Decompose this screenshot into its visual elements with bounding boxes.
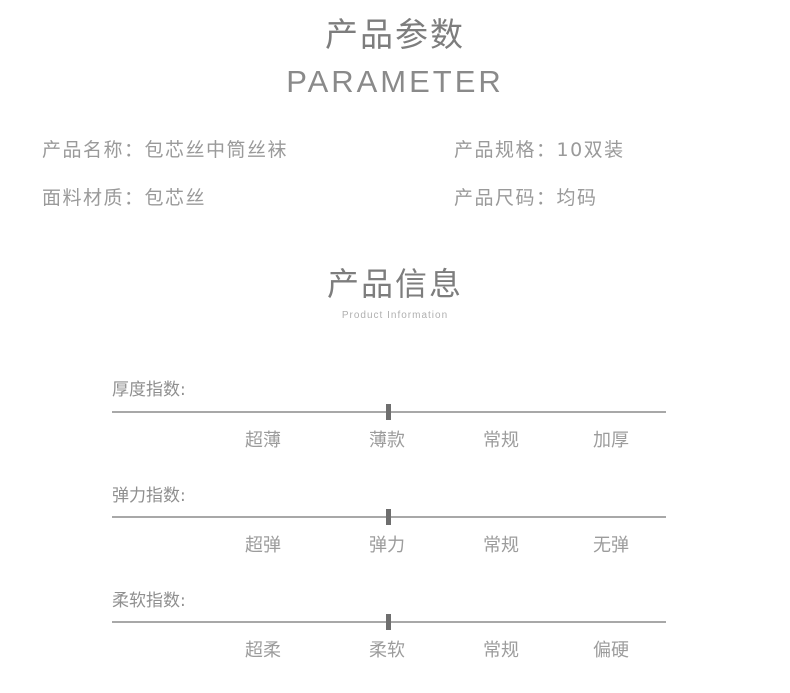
scale-option: 超薄: [245, 430, 281, 451]
param-material: 面料材质：包芯丝: [42, 187, 207, 209]
scale-marker: [386, 404, 391, 420]
scale-marker: [386, 614, 391, 630]
section-subtitle: Product Information: [341, 310, 449, 321]
scale-option: 柔软: [369, 640, 405, 661]
scale-marker: [386, 509, 391, 525]
page-title-en: PARAMETER: [286, 64, 504, 99]
scale-label: 柔软指数:: [112, 591, 186, 611]
scale-option: 常规: [483, 430, 519, 451]
scale-option: 超弹: [245, 535, 281, 556]
scale-option: 常规: [483, 535, 519, 556]
section-title: 产品信息: [326, 265, 463, 303]
scale-option: 无弹: [593, 535, 629, 556]
scale-label: 厚度指数:: [112, 380, 186, 400]
param-product-spec: 产品规格：10双装: [454, 139, 625, 161]
scale-option: 偏硬: [593, 640, 629, 661]
scale-option: 薄款: [369, 430, 405, 451]
scale-option: 常规: [483, 640, 519, 661]
scale-option: 弹力: [369, 535, 405, 556]
param-size: 产品尺码：均码: [454, 187, 598, 209]
scale-label: 弹力指数:: [112, 486, 186, 506]
scale-option: 超柔: [245, 640, 281, 661]
param-product-name: 产品名称：包芯丝中筒丝袜: [42, 139, 289, 161]
scale-option: 加厚: [593, 430, 629, 451]
page-title: 产品参数: [325, 15, 465, 54]
